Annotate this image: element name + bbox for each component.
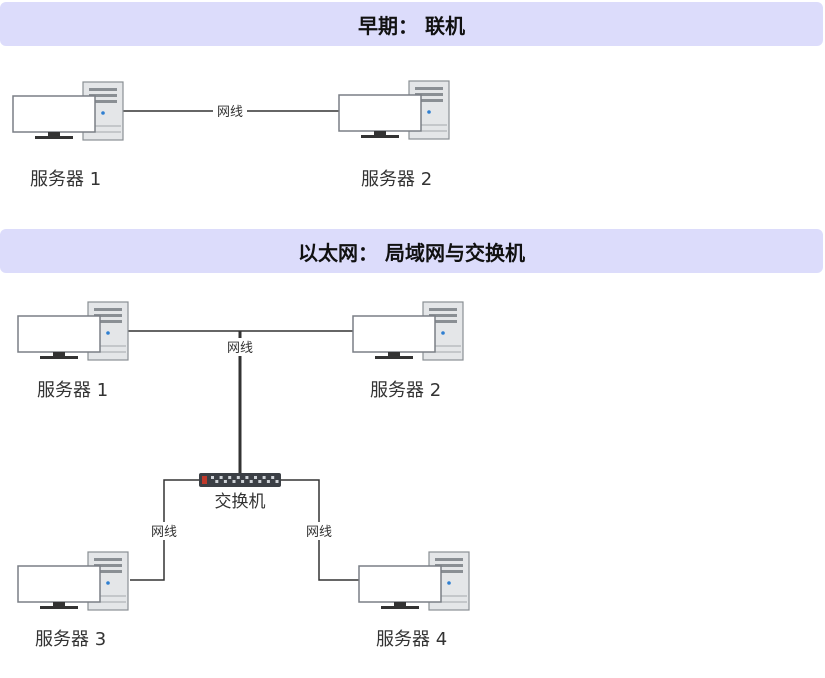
server-label-early-2: 服务器 2 <box>361 169 432 190</box>
switch-port <box>254 476 257 479</box>
server-label-eth-2: 服务器 2 <box>370 380 441 401</box>
desktop-server-icon <box>358 551 470 611</box>
switch-port <box>258 480 262 483</box>
network-switch-icon <box>199 473 281 487</box>
cable-label-top: 网线 <box>227 341 253 356</box>
switch-port <box>228 476 232 479</box>
cable-label-right: 网线 <box>306 525 332 540</box>
desktop-server-icon <box>17 551 129 611</box>
server-eth-2 <box>352 301 464 361</box>
switch-port <box>249 480 253 483</box>
switch-port <box>241 480 245 483</box>
switch-port <box>232 480 236 483</box>
server-early-2 <box>338 80 450 140</box>
switch-port <box>271 476 275 479</box>
section-banner-ethernet: 以太网： 局域网与交换机 <box>0 229 823 273</box>
switch-label: 交换机 <box>215 492 266 512</box>
section-banner-early: 早期： 联机 <box>0 2 823 46</box>
server-label-eth-4: 服务器 4 <box>376 629 447 650</box>
switch-port <box>245 476 249 479</box>
server-eth-3 <box>17 551 129 611</box>
desktop-server-icon <box>352 301 464 361</box>
desktop-server-icon <box>17 301 129 361</box>
switch-port <box>215 480 219 483</box>
switch-port <box>211 476 214 479</box>
switch-port <box>262 476 266 479</box>
switch-port <box>223 480 227 483</box>
server-label-eth-1: 服务器 1 <box>37 380 108 401</box>
server-eth-4 <box>358 551 470 611</box>
switch-port <box>275 480 279 483</box>
switch-port <box>219 476 223 479</box>
switch-port <box>236 476 240 479</box>
server-early-1 <box>12 81 124 141</box>
cable-label-left: 网线 <box>151 525 177 540</box>
server-label-eth-3: 服务器 3 <box>35 629 106 650</box>
section-title-early: 早期： 联机 <box>358 13 465 38</box>
desktop-server-icon <box>12 81 124 141</box>
desktop-server-icon <box>338 80 450 140</box>
server-label-early-1: 服务器 1 <box>30 169 101 190</box>
cable-label-early: 网线 <box>217 105 243 120</box>
server-eth-1 <box>17 301 129 361</box>
section-title-ethernet: 以太网： 局域网与交换机 <box>298 240 525 265</box>
switch-port <box>266 480 270 483</box>
